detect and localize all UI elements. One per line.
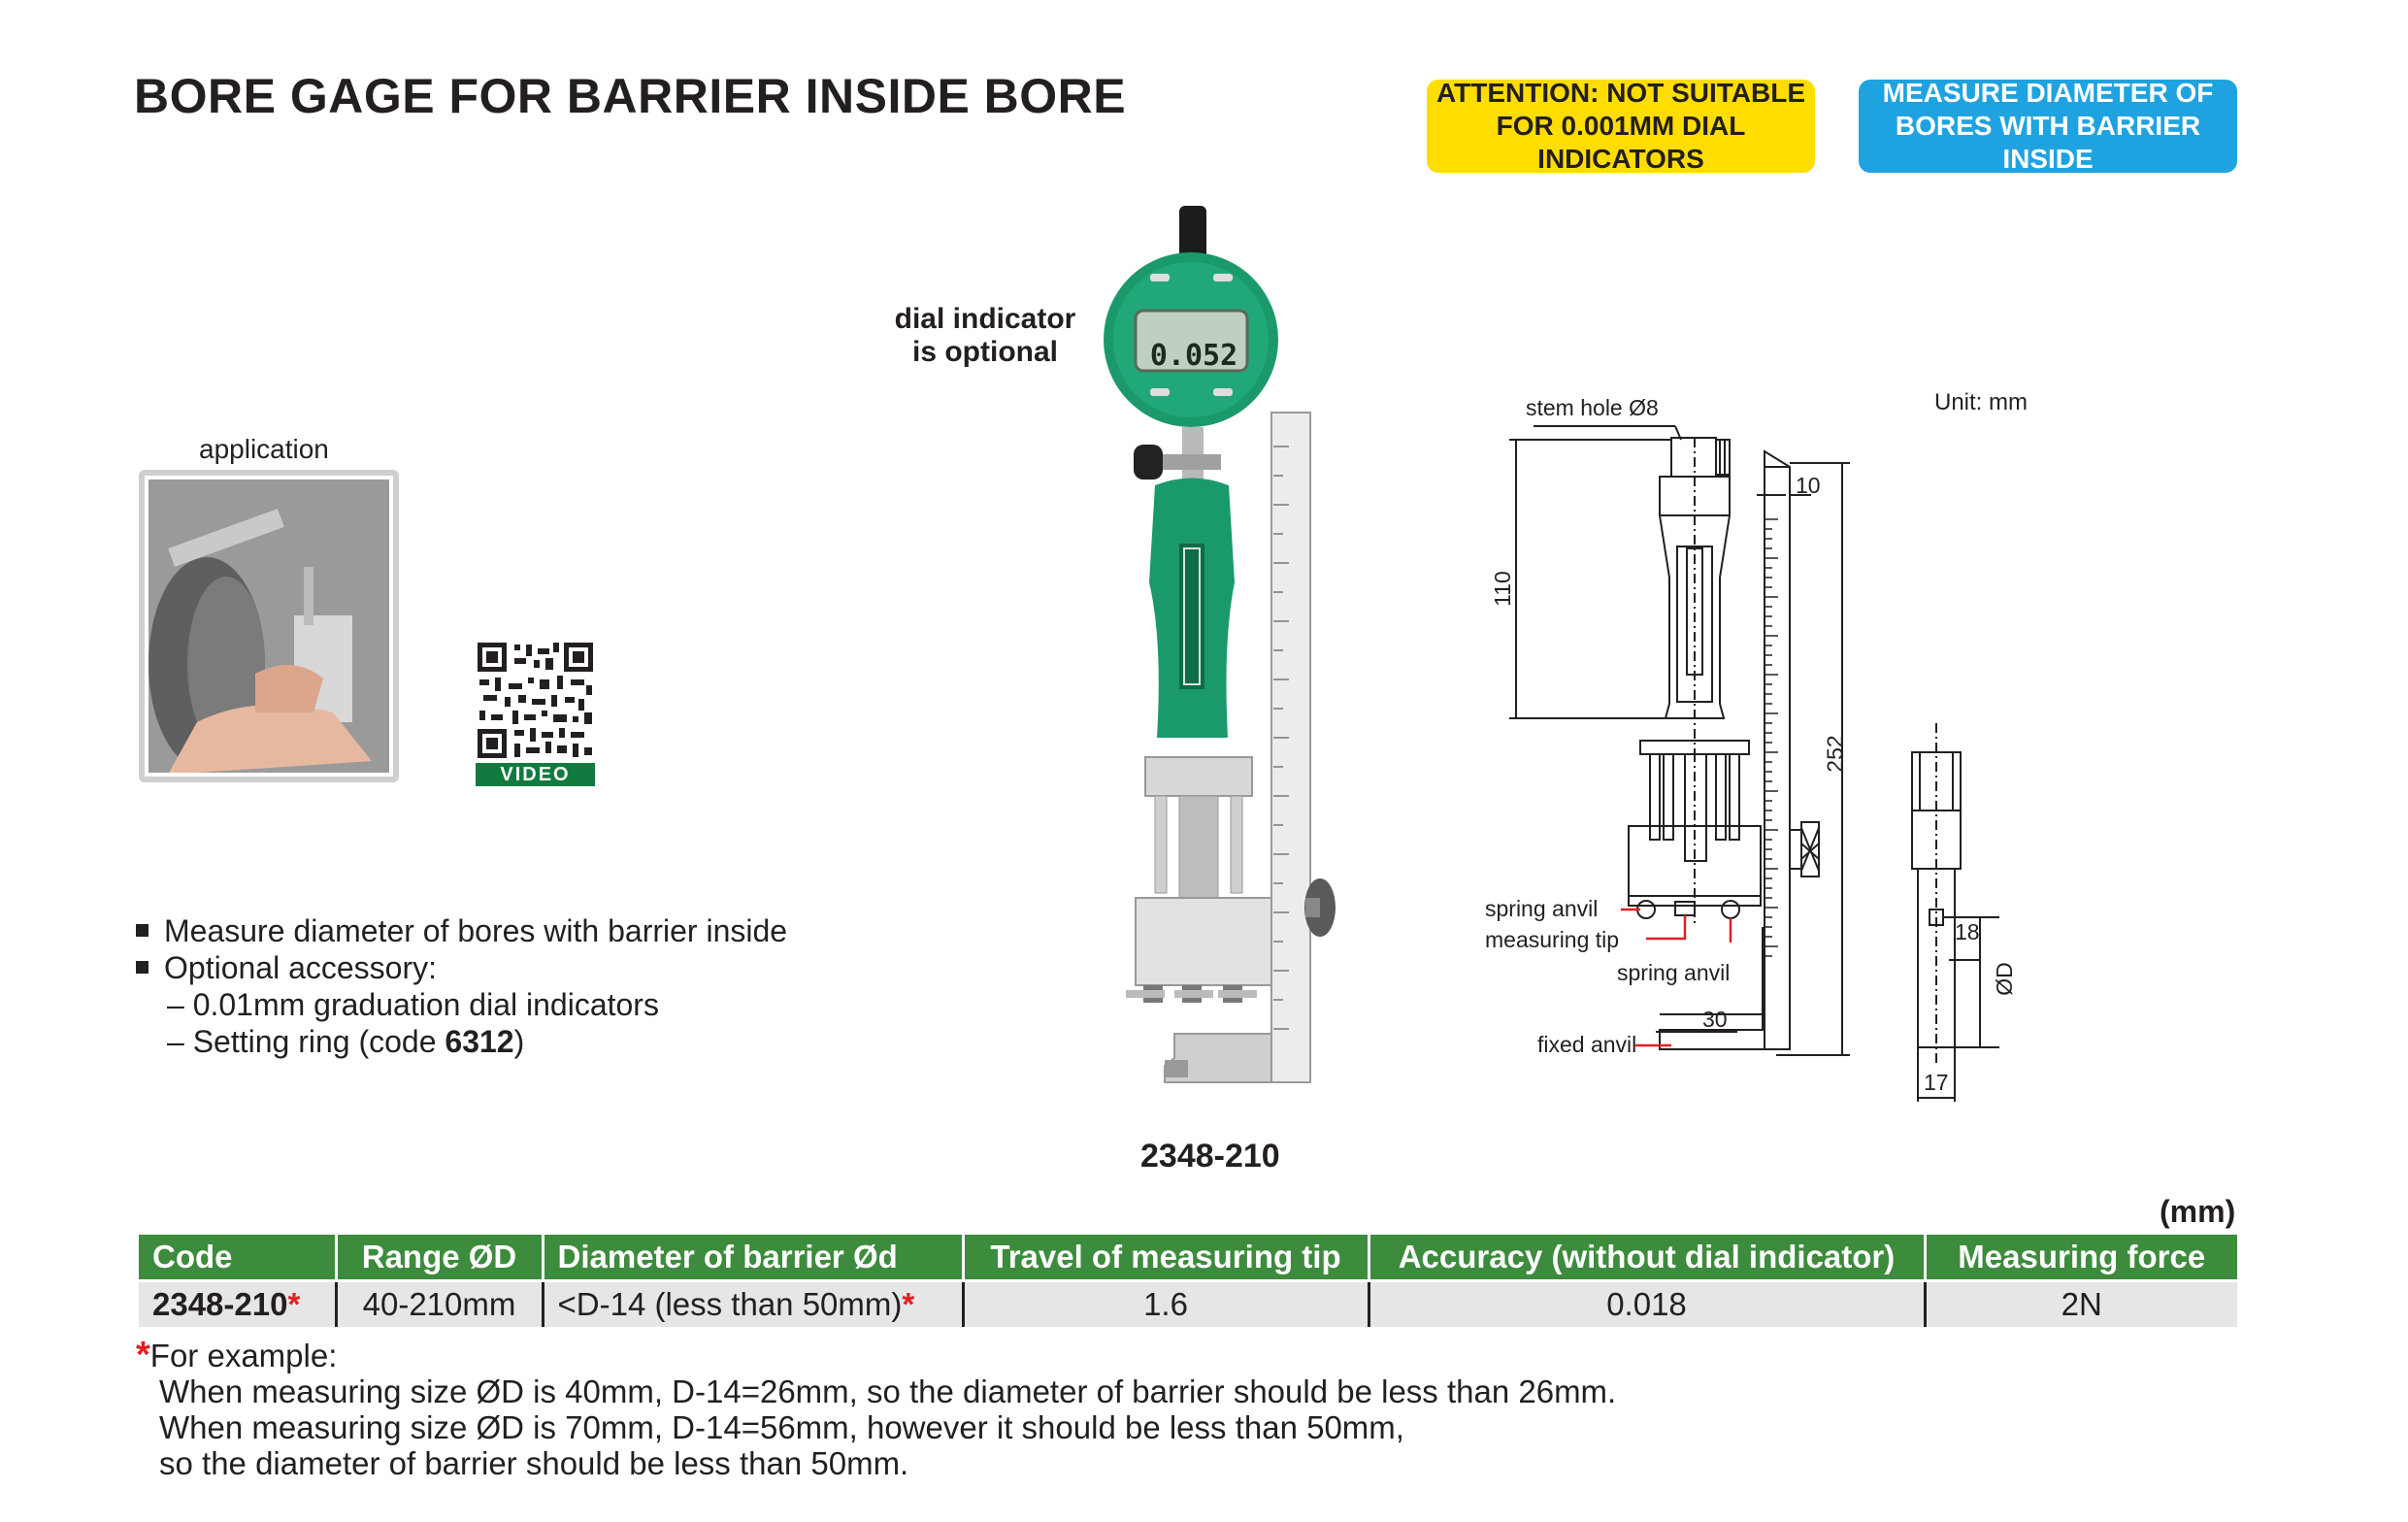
feature-subitem-text: – Setting ring (code [167,1024,445,1059]
col-header-force: Measuring force [1925,1235,2237,1281]
cell-code: 2348-210* [139,1279,338,1327]
attention-badge: ATTENTION: NOT SUITABLE FOR 0.001MM DIAL… [1427,78,1815,174]
col-header-accuracy: Accuracy (without dial indicator) [1369,1235,1927,1281]
measure-badge-line2: BORES WITH BARRIER INSIDE [1895,111,2201,174]
dim-30-label: 30 [1702,1007,1728,1032]
application-label: application [199,434,329,464]
footnote-line: so the diameter of barrier should be les… [159,1445,909,1481]
star-marker: * [287,1286,301,1322]
feature-item: Measure diameter of bores with barrier i… [136,912,787,949]
footnote-line: When measuring size ØD is 70mm, D-14=56m… [159,1409,1404,1445]
dim-18-label: 18 [1955,919,1980,944]
cell-accuracy: 0.018 [1369,1279,1927,1327]
table-unit-label: (mm) [2160,1194,2236,1229]
footnote-line: When measuring size ØD is 40mm, D-14=26m… [159,1373,1617,1409]
bullet-icon [136,961,148,975]
spec-table: Code Range ØD Diameter of barrier Ød Tra… [139,1235,2237,1327]
attention-badge-line1: ATTENTION: NOT SUITABLE [1435,78,1806,108]
col-header-travel: Travel of measuring tip [963,1235,1370,1281]
spring-anvil-label-2: spring anvil [1617,960,1731,985]
footnote-heading-text: For example: [149,1338,338,1373]
feature-subitem-text: ) [513,1024,525,1059]
page-title: BORE GAGE FOR BARRIER INSIDE BORE [134,69,1127,123]
feature-list: Measure diameter of bores with barrier i… [136,912,787,1060]
dim-17-label: 17 [1924,1070,1949,1095]
footnote: *For example: When measuring size ØD is … [136,1335,1617,1481]
dim-252-label: 252 [1822,735,1848,773]
dim-110-label: 110 [1489,571,1515,607]
col-header-range: Range ØD [336,1235,544,1281]
col-header-code: Code [139,1235,338,1281]
feature-subitem: – 0.01mm graduation dial indicators [167,987,659,1022]
attention-badge-line2: FOR 0.001MM DIAL INDICATORS [1496,111,1746,174]
feature-text: Optional accessory: [164,950,438,985]
dial-note-line1: dial indicator [894,303,1076,335]
table-header-row: Code Range ØD Diameter of barrier Ød Tra… [139,1235,2237,1281]
technical-drawing: stem hole Ø8 10 110 252 spring anvil mea… [1456,383,2038,1121]
cell-range: 40-210mm [336,1279,544,1327]
cell-barrier-text: <D-14 (less than 50mm) [557,1286,903,1322]
stem-hole-label: stem hole Ø8 [1526,395,1659,420]
cell-force: 2N [1925,1279,2237,1327]
cell-code-text: 2348-210 [152,1286,288,1322]
dim-10-label: 10 [1796,473,1821,498]
application-photo [139,470,399,782]
feature-text: Measure diameter of bores with barrier i… [164,913,788,948]
measure-badge: MEASURE DIAMETER OF BORES WITH BARRIER I… [1859,78,2237,174]
drawing-unit: Unit: mm [1934,389,2028,415]
fixed-anvil-label: fixed anvil [1537,1032,1637,1057]
measure-badge-line1: MEASURE DIAMETER OF [1882,78,2214,108]
feature-item: Optional accessory: [136,949,787,986]
col-header-barrier: Diameter of barrier Ød [543,1235,965,1281]
dim-od-label: ØD [1991,962,2017,996]
product-photo: 0.052 [1029,194,1359,1116]
footnote-heading: *For example: [136,1335,1616,1375]
star-marker: * [902,1286,915,1322]
cell-barrier: <D-14 (less than 50mm)* [543,1279,965,1327]
bullet-icon [136,924,148,938]
dial-display-value: 0.052 [1149,339,1238,373]
dial-indicator-note: dial indicator is optional [874,303,1097,369]
qr-code[interactable]: VIDEO [476,641,595,786]
qr-video-label: VIDEO [500,764,571,785]
product-code-caption: 2348-210 [1140,1138,1280,1175]
spring-anvil-label-1: spring anvil [1485,896,1599,921]
dial-note-line2: is optional [912,336,1058,368]
measuring-tip-label: measuring tip [1485,927,1620,952]
star-marker: * [136,1335,150,1375]
cell-travel: 1.6 [963,1279,1370,1327]
feature-subitem: – Setting ring (code 6312) [136,1023,787,1060]
table-row: 2348-210* 40-210mm <D-14 (less than 50mm… [139,1279,2237,1327]
setting-ring-code: 6312 [445,1024,514,1059]
